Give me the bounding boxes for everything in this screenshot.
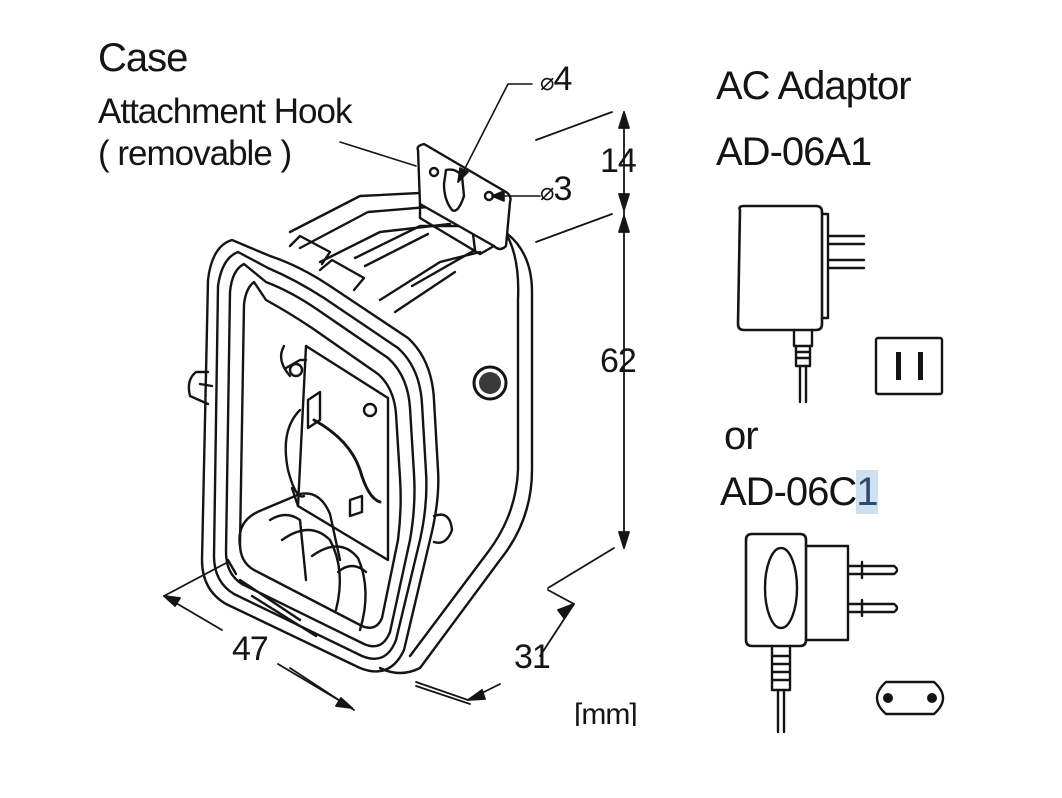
unit-label: [mm] <box>574 698 637 726</box>
diameter-symbol: ⌀ <box>540 179 554 206</box>
hole-small-value: 3 <box>553 170 572 208</box>
hole-large-label: ⌀4 <box>540 60 572 99</box>
adaptor-model-c: AD-06C1 <box>720 470 879 515</box>
hook-label-line2: ( removable ) <box>98 134 292 173</box>
dimension-lines <box>163 111 630 711</box>
case-body-drawing <box>187 190 534 675</box>
diameter-symbol: ⌀ <box>540 69 554 96</box>
adaptor-model-a: AD-06A1 <box>716 130 872 174</box>
dim-width: 47 <box>232 630 269 668</box>
hole-small-label: ⌀3 <box>540 170 572 209</box>
case-title: Case <box>98 36 188 80</box>
adaptor-or: or <box>724 414 759 458</box>
dim-body-height: 62 <box>600 342 637 380</box>
adaptor-model-c-suffix: 1 <box>856 470 879 514</box>
adaptor-model-c-prefix: AD-06C <box>720 470 857 514</box>
dim-depth: 31 <box>514 638 551 676</box>
adaptor-a-drawing <box>736 204 944 404</box>
hook-label-line1: Attachment Hook <box>98 92 352 131</box>
adaptor-title: AC Adaptor <box>716 64 912 108</box>
dim-hook-height: 14 <box>600 142 637 180</box>
leader-lines <box>339 83 541 202</box>
adaptor-c-drawing <box>744 532 945 734</box>
attachment-hook-drawing <box>416 142 512 256</box>
hole-large-value: 4 <box>553 60 572 98</box>
